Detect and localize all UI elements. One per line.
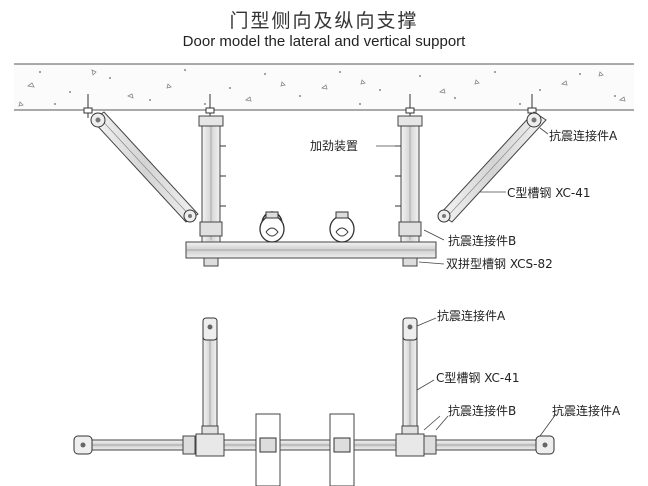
label-connector-a-bottom: 抗震连接件A bbox=[437, 308, 506, 323]
bottom-left-brace bbox=[201, 317, 219, 439]
concrete-ceiling-slab bbox=[14, 63, 634, 111]
label-connector-a-top: 抗震连接件A bbox=[549, 128, 618, 143]
left-diagonal-brace bbox=[90, 111, 199, 223]
left-vertical-hanger bbox=[198, 115, 226, 243]
label-connector-b-bottom: 抗震连接件B bbox=[448, 403, 516, 418]
pipe-left bbox=[259, 211, 285, 243]
title-english: Door model the lateral and vertical supp… bbox=[182, 33, 466, 50]
double-channel-beam bbox=[185, 241, 437, 267]
anchor-bolts bbox=[83, 94, 537, 118]
bottom-pipe-right bbox=[329, 413, 355, 486]
label-double-channel: 双拼型槽钢 XCS-82 bbox=[446, 257, 553, 271]
label-stiffener: 加劲装置 bbox=[310, 139, 358, 153]
top-elevation-view: 加劲装置 抗震连接件A C型槽钢 XC-41 抗震连接件B 双拼型槽钢 XCS-… bbox=[14, 63, 634, 271]
concrete-aggregate bbox=[39, 69, 616, 105]
label-connector-b-top: 抗震连接件B bbox=[448, 233, 516, 248]
right-connector-b bbox=[398, 221, 422, 237]
concrete-marks bbox=[18, 69, 626, 107]
bottom-leader-lines bbox=[416, 317, 557, 437]
label-c-channel-bottom: C型槽钢 XC-41 bbox=[436, 371, 520, 385]
right-vertical-hanger bbox=[395, 115, 423, 243]
bottom-pipe-left bbox=[255, 413, 281, 486]
label-connector-a-right: 抗震连接件A bbox=[552, 403, 621, 418]
bottom-plan-view: 抗震连接件A C型槽钢 XC-41 抗震连接件B 抗震连接件A bbox=[73, 308, 621, 486]
right-diagonal-brace bbox=[437, 111, 547, 223]
left-connector-b bbox=[199, 221, 223, 237]
top-leader-lines bbox=[376, 127, 549, 265]
label-c-channel-top: C型槽钢 XC-41 bbox=[507, 186, 591, 200]
stiffener-bolts-right bbox=[395, 145, 401, 207]
stiffener-bolts-left bbox=[220, 145, 226, 207]
pipe-right bbox=[329, 211, 355, 243]
bottom-horizontal-beam bbox=[73, 433, 555, 457]
title-chinese: 门型侧向及纵向支撑 bbox=[229, 10, 419, 32]
bottom-right-brace bbox=[401, 317, 419, 439]
